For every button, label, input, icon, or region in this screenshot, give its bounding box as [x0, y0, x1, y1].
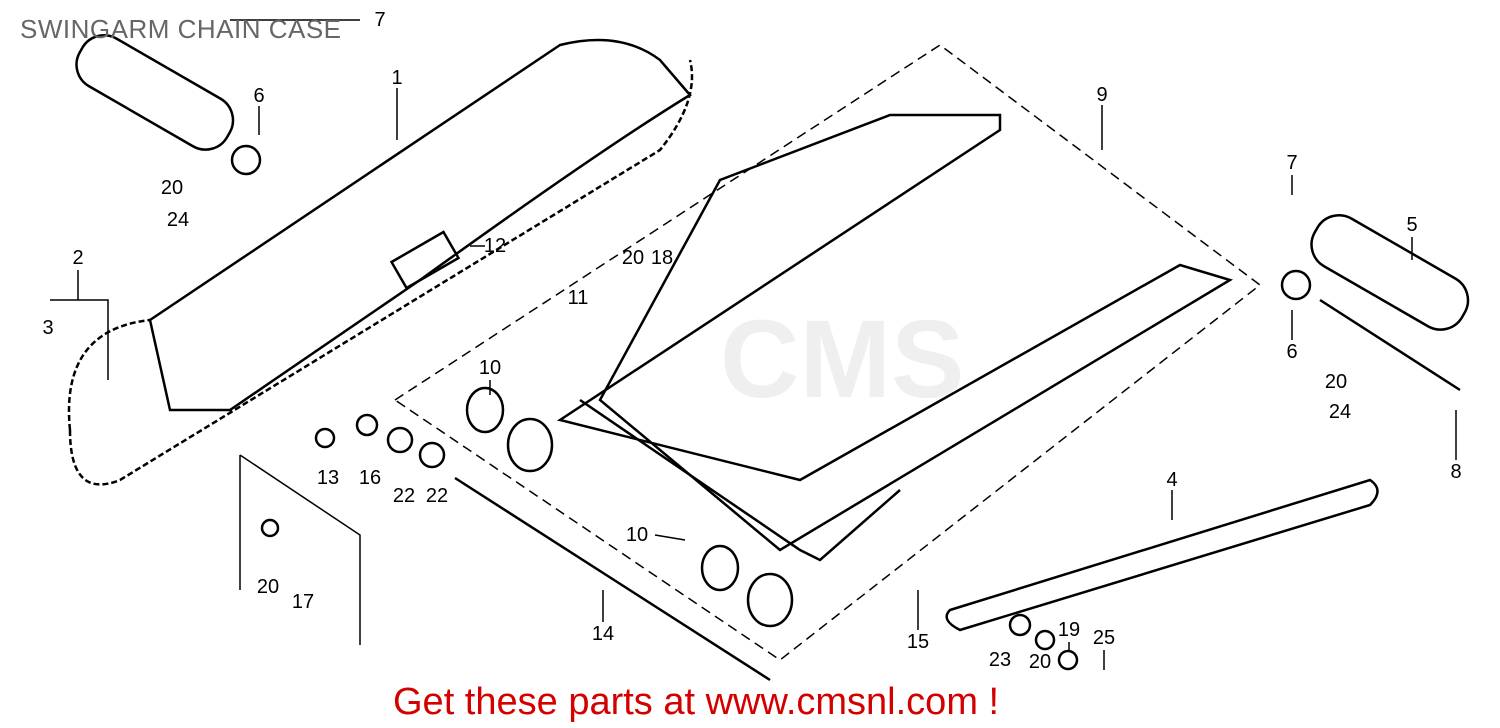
bolt-head — [314, 427, 336, 449]
callout-17: 17 — [291, 591, 315, 613]
left-footpeg — [75, 34, 235, 151]
nut — [1057, 649, 1079, 671]
callout-7: 7 — [374, 9, 386, 31]
callout-20: 20 — [160, 177, 184, 199]
callout-10: 10 — [478, 357, 502, 379]
callout-20: 20 — [1028, 651, 1052, 673]
callout-9: 9 — [1096, 84, 1108, 106]
callout-22: 22 — [425, 485, 449, 507]
callout-25: 25 — [1092, 627, 1116, 649]
callout-15: 15 — [906, 631, 930, 653]
right-footpeg — [1310, 214, 1470, 331]
bushing — [700, 544, 740, 592]
callout-10: 10 — [625, 524, 649, 546]
callout-14: 14 — [591, 623, 615, 645]
callout-23: 23 — [988, 649, 1012, 671]
callout-6: 6 — [253, 85, 265, 107]
page-title: SWINGARM CHAIN CASE — [20, 14, 342, 44]
callout-3: 3 — [42, 317, 54, 339]
callout-24: 24 — [1328, 401, 1352, 423]
callout-13: 13 — [316, 467, 340, 489]
nut — [355, 413, 379, 437]
callout-5: 5 — [1406, 214, 1418, 236]
callout-2: 2 — [72, 247, 84, 269]
callout-8: 8 — [1450, 461, 1462, 483]
callout-16: 16 — [358, 467, 382, 489]
callout-6: 6 — [1286, 341, 1298, 363]
label-plate — [389, 230, 461, 290]
washer — [230, 144, 262, 176]
washer — [1034, 629, 1056, 651]
washer — [418, 441, 446, 469]
callout-1: 1 — [391, 67, 403, 89]
dashed-outline-left — [239, 454, 361, 645]
callout-12: 12 — [483, 235, 507, 257]
callout-22: 22 — [392, 485, 416, 507]
swingarm-cross — [579, 398, 901, 562]
dashed-outline — [393, 44, 1262, 661]
footpeg-pin — [1319, 298, 1461, 392]
footer-link[interactable]: Get these parts at www.cmsnl.com ! — [393, 681, 1000, 723]
pivot-bolt — [454, 476, 771, 682]
callout-4: 4 — [1166, 469, 1178, 491]
washer — [1008, 613, 1032, 637]
callout-20: 20 — [1324, 371, 1348, 393]
callout-11: 11 — [567, 287, 589, 309]
chain — [67, 59, 694, 486]
chain-case — [148, 38, 692, 412]
collar — [506, 417, 554, 473]
washer — [386, 426, 414, 454]
cms-watermark: CMS — [720, 298, 965, 421]
bushing — [465, 386, 505, 434]
washer — [1280, 269, 1312, 301]
callout-18: 18 — [650, 247, 674, 269]
leader-lines — [50, 19, 1457, 670]
torque-link — [945, 478, 1379, 632]
callout-7: 7 — [1286, 152, 1298, 174]
callout-19: 19 — [1057, 619, 1081, 641]
swingarm — [556, 113, 1234, 552]
callout-24: 24 — [166, 209, 190, 231]
collar — [746, 572, 794, 628]
washer — [260, 518, 280, 538]
callout-20: 20 — [256, 576, 280, 598]
callout-20: 20 — [621, 247, 645, 269]
